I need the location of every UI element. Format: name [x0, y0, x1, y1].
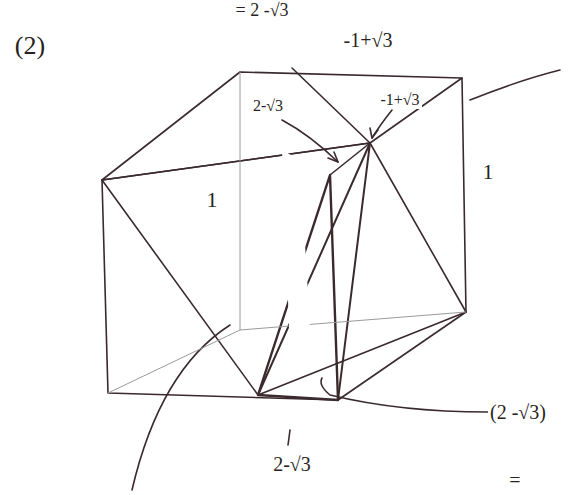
dimension-label: -1+√3	[378, 91, 421, 109]
dimension-label: (2 -√3)	[488, 401, 548, 423]
dimension-label: 1	[205, 188, 220, 212]
dimension-label: 1	[481, 160, 496, 184]
dimension-label: =	[507, 469, 522, 491]
dimension-label: = 2 -√3	[233, 1, 290, 21]
dimension-label: (2)	[13, 32, 47, 61]
dimension-label: -1+√3	[342, 29, 395, 51]
dimension-label: 2-√3	[251, 97, 285, 115]
dimension-label: 2-√3	[271, 453, 313, 475]
